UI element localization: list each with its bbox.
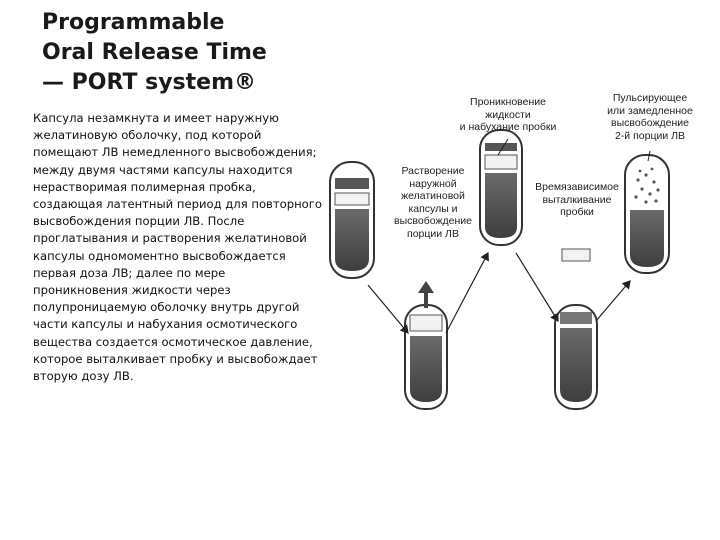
arrow-2 <box>445 251 489 334</box>
arrow-1 <box>367 284 409 334</box>
pointer-penetration <box>497 138 509 156</box>
capsule-pulsatile-release <box>624 154 670 274</box>
label-pulsatile-release: Пульсирующее или замедленное высвобожден… <box>607 92 693 142</box>
capsule-first-dose <box>404 281 448 410</box>
description-text: Капсула незамкнута и имеет наружную жела… <box>33 111 322 384</box>
label-gelatin-dissolution: Растворение наружной желатиновой капсулы… <box>394 165 472 240</box>
pointer-pulsatile <box>647 150 651 162</box>
arrow-4 <box>595 280 631 322</box>
slide-title: Programmable Oral Release Time — PORT sy… <box>42 8 342 98</box>
label-fluid-penetration: Проникновение жидкости и набухание пробк… <box>459 96 557 133</box>
capsule-intact <box>329 161 375 279</box>
arrow-3 <box>515 252 559 323</box>
title-line-1: Programmable <box>42 10 225 35</box>
port-system-diagram: Проникновение жидкости и набухание пробк… <box>320 85 720 415</box>
title-line-3: — PORT system® <box>42 70 256 95</box>
capsule-plug-expelled <box>554 248 598 410</box>
label-time-dependent-expulsion: Времязависимое выталкивание пробки <box>535 181 619 218</box>
capsule-swelling <box>479 129 523 246</box>
title-line-2: Oral Release Time <box>42 40 267 65</box>
diagram-svg <box>329 129 670 410</box>
